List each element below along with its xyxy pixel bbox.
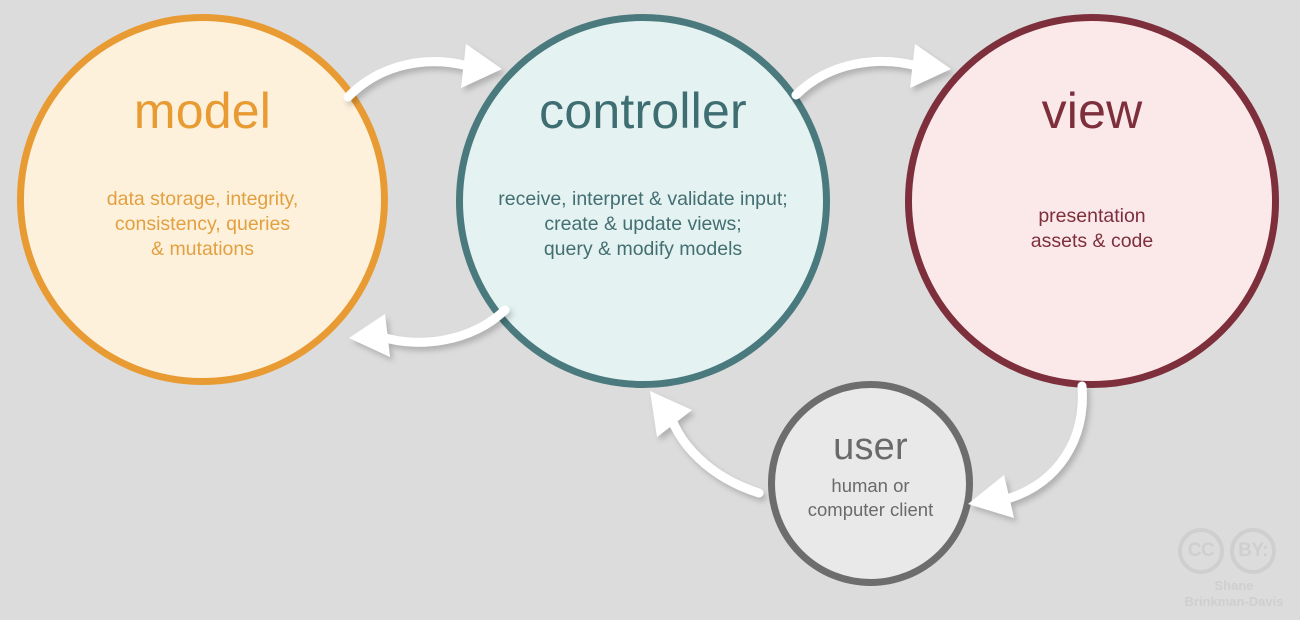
cc-icon: CC <box>1178 528 1224 574</box>
cc-by-icon: BY: <box>1230 528 1276 574</box>
arrow-controller-to-model <box>349 305 510 357</box>
node-view-description: presentation assets & code <box>1030 205 1154 252</box>
node-view[interactable]: view presentation assets & code <box>905 14 1279 388</box>
node-controller-title: controller <box>539 83 747 139</box>
arrow-user-to-controller <box>650 391 764 498</box>
node-model-description: data storage, integrity, consistency, qu… <box>106 188 299 260</box>
arrow-controller-to-view <box>791 44 951 100</box>
node-user-title: user <box>833 426 908 468</box>
arrow-model-to-controller <box>343 44 502 102</box>
node-controller[interactable]: controller receive, interpret & validate… <box>456 14 830 388</box>
node-model-title: model <box>133 83 272 139</box>
node-model[interactable]: model data storage, integrity, consisten… <box>17 14 388 385</box>
author-credit: Shane Brinkman-Davis <box>1184 578 1284 609</box>
node-user-description: human or computer client <box>807 475 934 520</box>
node-view-title: view <box>1041 83 1143 139</box>
node-user[interactable]: user human or computer client <box>768 381 973 586</box>
creative-commons-badge[interactable]: CC BY: Shane Brinkman-Davis <box>1178 528 1290 609</box>
arrow-view-to-user <box>968 381 1087 518</box>
node-controller-description: receive, interpret & validate input; cre… <box>498 188 788 260</box>
